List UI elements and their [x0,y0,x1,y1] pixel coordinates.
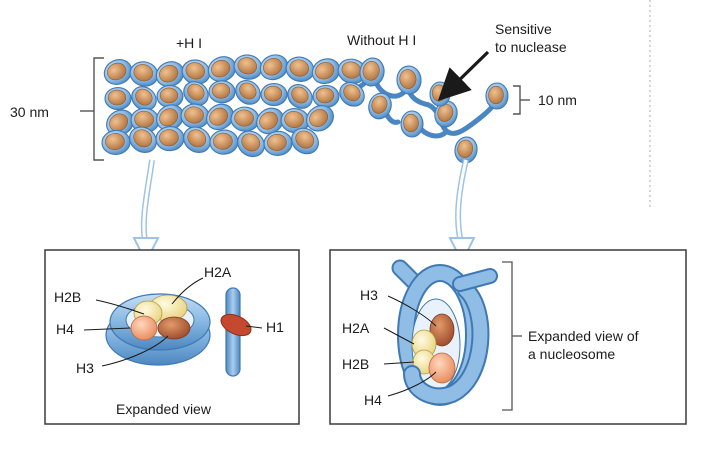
left-h2b-label: H2B [54,289,82,305]
left-h2a-label: H2A [204,264,232,280]
nucleosome-bead [263,130,293,156]
left-h1-label: H1 [266,319,284,335]
sensitive-label: Sensitive [495,21,552,37]
right-caption-line2: a nucleosome [528,346,616,362]
right-leader-lines [383,295,437,397]
nucleosome-bead [180,103,210,129]
right-nucleosome [391,259,498,406]
right-h4-label: H4 [364,392,382,408]
nucleosome-bead [155,126,185,152]
left-leader-lines [83,277,263,367]
nucleosome-bead [339,81,365,107]
nucleosome-bead [235,79,261,105]
nuclease-arrow [437,50,490,101]
thirty-nm-label: 30 nm [10,104,49,120]
nucleosome-bead [106,109,134,136]
nucleosome-bead [259,54,289,81]
nucleosome-bead [129,61,159,87]
nucleosome-bead [429,81,451,107]
nucleosome-bead [183,81,209,106]
nucleosome-bead [285,56,315,82]
nucleosome-bead [485,82,509,110]
nucleosome-bead [233,54,263,80]
left-h4-label: H4 [56,321,74,337]
nucleosome-bead [396,65,422,95]
nucleosome-bead [104,86,132,111]
right-caption-line1: Expanded view of [528,328,639,344]
nucleosome-bead [287,84,313,109]
thirty-nm-fiber [101,54,367,158]
nucleosome-bead [359,57,385,87]
left-h3-label: H3 [76,360,94,376]
without-h1-label: Without H I [347,32,417,48]
right-expanded-panel [329,249,687,425]
right-h3-label: H3 [360,287,378,303]
right-h2b-label: H2B [342,356,370,372]
nucleosome-bead [156,104,184,131]
ten-nm-label: 10 nm [538,92,577,108]
nucleosome-bead [434,100,458,128]
nucleosome-bead [454,136,478,164]
nucleosome-bead [256,107,284,135]
nucleosome-bead [291,127,319,155]
nucleosome-bead [183,126,211,153]
nucleosome-bead [306,105,334,132]
nucleosome-bead [230,106,260,132]
thirty-nm-bracket [80,57,104,161]
left-nucleosome [105,287,252,377]
nucleosome-bead [130,107,160,133]
nucleosome-bead [156,84,184,108]
left-caption: Expanded view [116,401,211,417]
nucleosome-bead [206,103,234,131]
plus-h1-label: +H I [176,35,203,51]
nucleosome-bead [312,84,340,108]
nucleosome-bead [400,110,424,138]
nucleosome-bead [237,130,265,158]
nucleosome-bead [208,80,236,104]
nucleosome-bead [368,92,392,120]
nucleosome-bead [131,86,157,111]
to-nuclease-label: to nuclease [495,39,567,55]
right-h2a-label: H2A [342,320,370,336]
nucleosome-bead [311,58,341,85]
nucleosome-bead [209,129,239,155]
nucleosome-bead [129,126,157,153]
nucleosome-bead [260,82,288,107]
nucleosome-bead [103,59,133,85]
ten-nm-bracket [513,85,530,115]
